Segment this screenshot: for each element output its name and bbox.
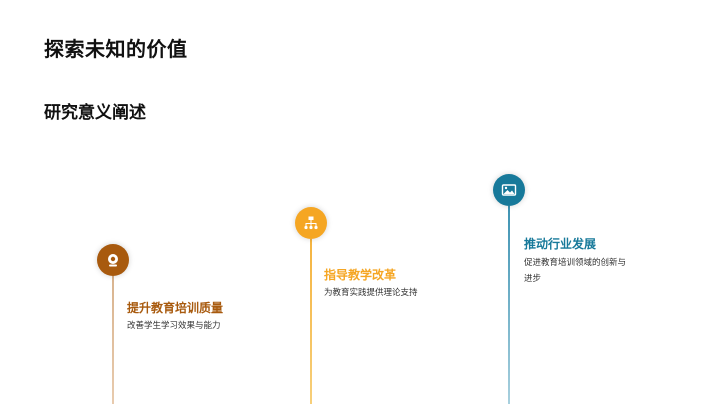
timeline-description: 为教育实践提供理论支持 — [324, 288, 418, 298]
section-subtitle: 研究意义阐述 — [44, 103, 146, 123]
sitemap-icon — [304, 216, 318, 230]
timeline-line — [112, 276, 114, 404]
webcam-icon — [108, 254, 118, 267]
timeline-line — [508, 206, 510, 404]
timeline-description: 促进教育培训领域的创新与进步 — [524, 258, 627, 284]
page-title: 探索未知的价值 — [44, 37, 188, 61]
timeline-node — [493, 174, 525, 206]
image-icon — [501, 184, 517, 196]
timeline-node — [97, 244, 129, 276]
timeline-heading: 指导教学改革 — [324, 268, 397, 282]
timeline-description: 改善学生学习效果与能力 — [127, 321, 221, 331]
timeline-heading: 推动行业发展 — [524, 237, 597, 251]
timeline-line — [310, 239, 312, 404]
timeline-node — [295, 207, 327, 239]
timeline-heading: 提升教育培训质量 — [127, 301, 224, 315]
